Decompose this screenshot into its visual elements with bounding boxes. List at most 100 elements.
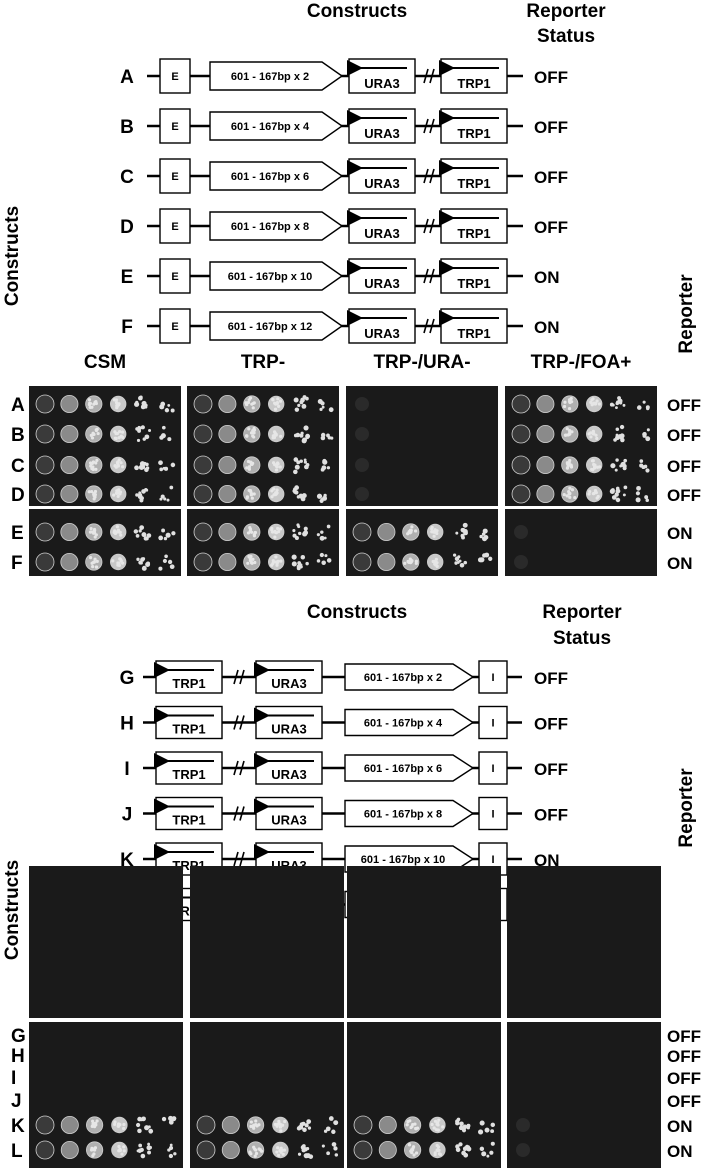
colony bbox=[270, 495, 274, 499]
dilution-spot bbox=[293, 425, 311, 444]
dilution-spot bbox=[109, 425, 127, 443]
reporter-status: OFF bbox=[534, 68, 568, 87]
colony bbox=[122, 1145, 126, 1149]
colony bbox=[566, 464, 570, 468]
insulator-box bbox=[478, 796, 508, 831]
colony bbox=[455, 1121, 460, 1126]
ura3-gene-label: URA3 bbox=[271, 767, 306, 782]
dilution-spot bbox=[60, 553, 79, 572]
dilution-spot bbox=[561, 395, 579, 413]
colony bbox=[299, 433, 304, 438]
colony bbox=[301, 1144, 306, 1148]
enhancer-box bbox=[159, 208, 191, 244]
colony bbox=[462, 522, 468, 528]
colony bbox=[323, 493, 327, 498]
colony bbox=[254, 1151, 259, 1156]
colony bbox=[283, 1119, 287, 1124]
dilution-spot bbox=[136, 1116, 154, 1134]
colony bbox=[117, 562, 121, 566]
dilution-spot bbox=[247, 1116, 265, 1134]
colony bbox=[249, 1120, 253, 1124]
colony bbox=[331, 1129, 336, 1134]
colony bbox=[114, 431, 118, 436]
plate-background bbox=[347, 866, 501, 1018]
insulator-label: I bbox=[491, 763, 494, 775]
dilution-spot bbox=[427, 553, 444, 571]
colony bbox=[116, 402, 120, 406]
colony-spot bbox=[536, 394, 555, 413]
colony bbox=[484, 552, 490, 558]
colony bbox=[323, 536, 327, 540]
dilution-spot bbox=[402, 523, 420, 541]
colony bbox=[482, 528, 488, 534]
plate-row-status: OFF bbox=[667, 457, 701, 476]
insulator-label: I bbox=[491, 854, 494, 866]
colony bbox=[249, 460, 253, 464]
dilution-spot bbox=[60, 523, 79, 542]
plate-image-2-1 bbox=[346, 509, 498, 576]
colony bbox=[135, 534, 140, 538]
colony bbox=[615, 435, 620, 441]
colony bbox=[120, 430, 125, 434]
colony bbox=[432, 534, 436, 538]
colony bbox=[169, 564, 175, 570]
reporter-status: OFF bbox=[534, 806, 568, 825]
sequence-break-slash-1 bbox=[233, 806, 239, 821]
dilution-spot bbox=[511, 424, 531, 444]
colony-spot bbox=[193, 484, 213, 504]
colony bbox=[91, 465, 95, 469]
colony bbox=[305, 433, 311, 439]
colony bbox=[135, 493, 139, 497]
dilution-spot bbox=[243, 456, 261, 474]
row-letter: F bbox=[121, 317, 133, 338]
dilution-spot bbox=[516, 1118, 530, 1132]
colony bbox=[92, 497, 96, 501]
colony bbox=[568, 432, 572, 436]
colony bbox=[274, 492, 278, 496]
dilution-spot bbox=[86, 1116, 104, 1134]
colony bbox=[275, 463, 279, 467]
reporter-status: ON bbox=[534, 268, 560, 287]
colony bbox=[302, 531, 308, 537]
colony-spot bbox=[218, 484, 237, 503]
colony bbox=[590, 403, 594, 407]
ura3-gene-label: URA3 bbox=[364, 326, 399, 341]
dilution-spot bbox=[35, 1115, 55, 1135]
colony bbox=[281, 1152, 285, 1156]
colony bbox=[90, 1124, 94, 1128]
colony bbox=[249, 530, 254, 534]
colony bbox=[292, 529, 296, 533]
colony bbox=[483, 535, 489, 540]
reporter-status: ON bbox=[534, 851, 560, 870]
insulator-box bbox=[478, 660, 508, 694]
colony bbox=[276, 397, 280, 401]
colony bbox=[433, 1119, 438, 1123]
dilution-spot bbox=[85, 485, 103, 503]
dilution-spot bbox=[353, 1115, 373, 1135]
colony bbox=[144, 403, 148, 407]
colony bbox=[95, 559, 99, 563]
sequence-break-slash-2 bbox=[429, 218, 435, 234]
colony bbox=[279, 1129, 283, 1133]
colony bbox=[272, 430, 277, 434]
plate-background bbox=[505, 386, 657, 506]
colony bbox=[87, 490, 91, 494]
colony bbox=[570, 488, 575, 492]
colony bbox=[169, 485, 174, 490]
plate-row-status: ON bbox=[667, 524, 693, 543]
colony bbox=[173, 1152, 177, 1156]
colony bbox=[562, 493, 566, 497]
colony bbox=[167, 437, 172, 442]
dilution-spot bbox=[429, 1116, 446, 1134]
dilution-spot bbox=[609, 485, 628, 503]
dilution-spot bbox=[377, 523, 396, 542]
dilution-spot bbox=[86, 1141, 104, 1159]
colony bbox=[159, 467, 164, 472]
dilution-spot bbox=[196, 1115, 216, 1135]
colony bbox=[91, 1122, 95, 1126]
colony bbox=[140, 404, 146, 410]
row-letter: D bbox=[120, 217, 134, 238]
colony bbox=[250, 402, 254, 406]
